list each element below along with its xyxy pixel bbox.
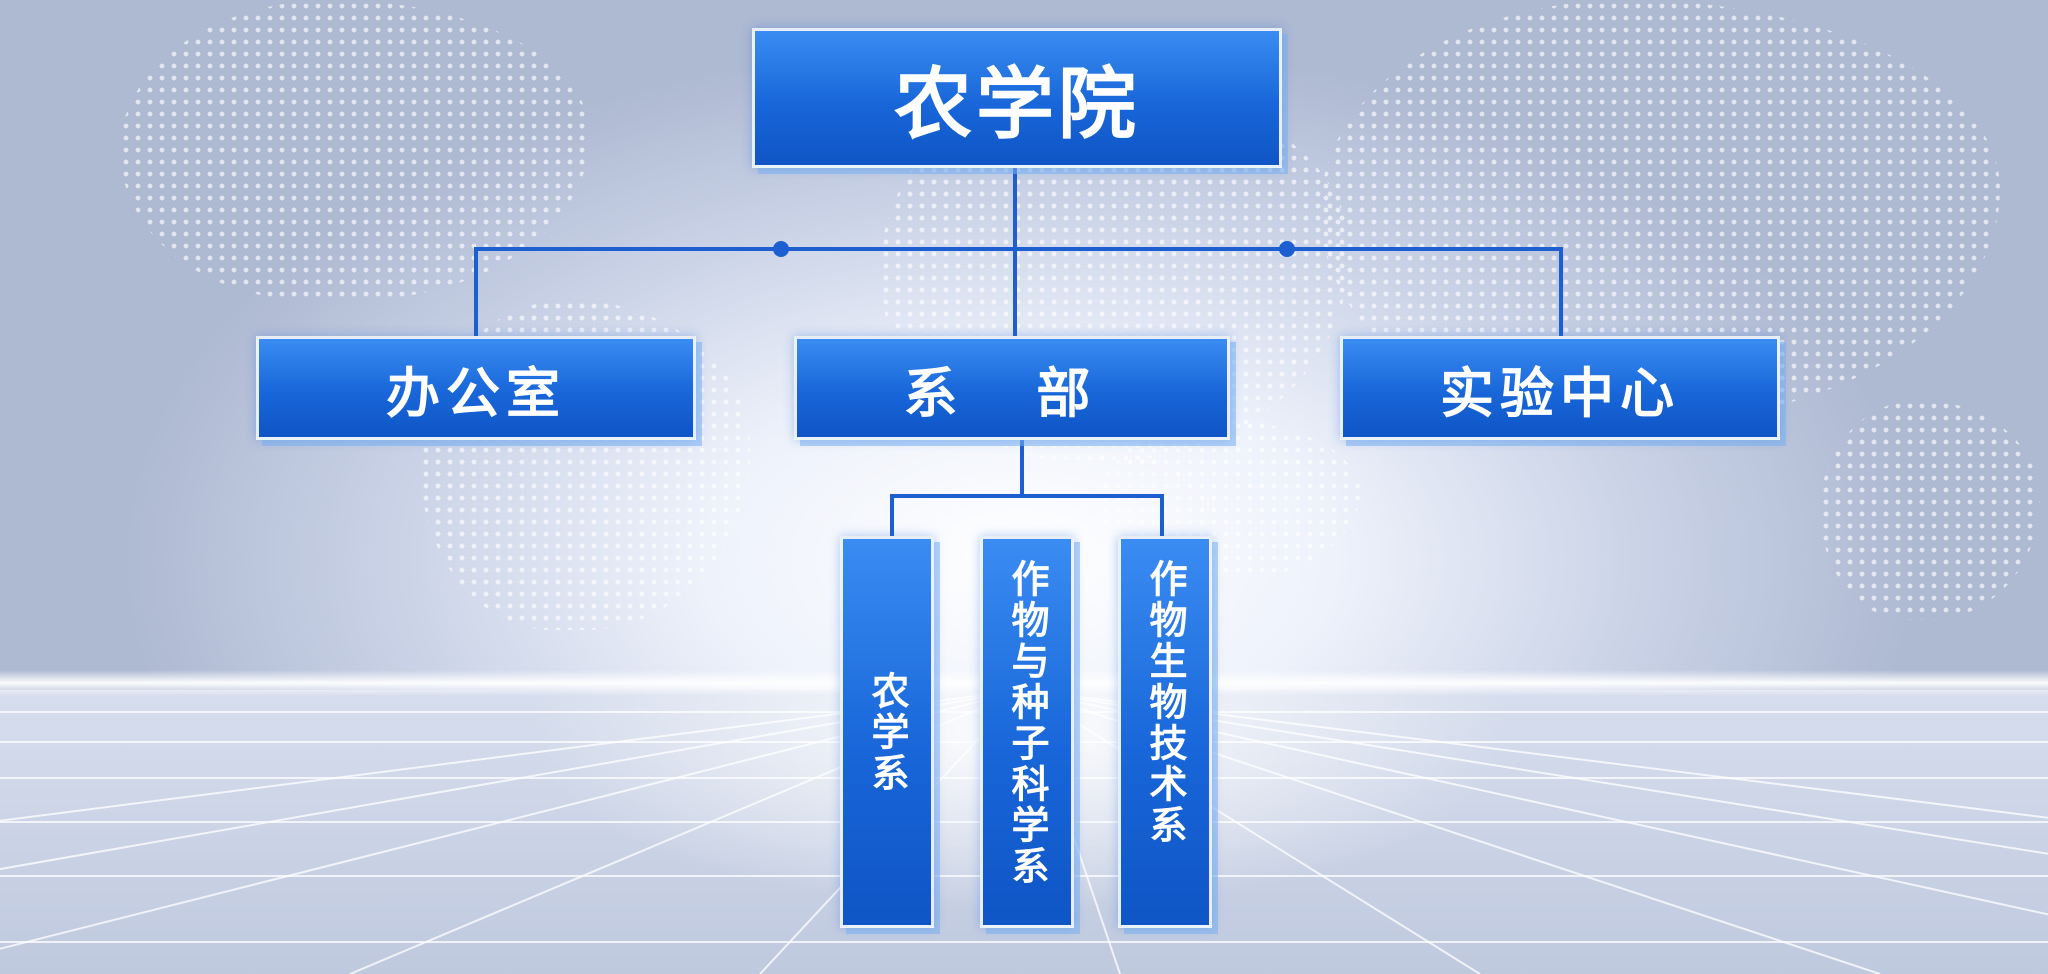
connector-sub1 [890,494,894,536]
node-departments-label: 系 部 [903,361,1121,425]
node-crop-seed-dept: 作物与种子科学系 [980,536,1074,928]
node-agronomy-dept: 农学系 [840,536,934,928]
node-office: 办公室 [256,336,696,440]
node-departments: 系 部 [794,336,1230,440]
node-lab-center-label: 实验中心 [1440,361,1680,425]
node-crop-biotech-dept-label: 作物生物技术系 [1143,559,1187,846]
node-root: 农学院 [752,28,1282,168]
connector-lab [1559,247,1563,336]
world-map-north-america [120,0,590,300]
node-lab-center: 实验中心 [1340,336,1780,440]
connector-dept-horizontal [890,494,1164,498]
connector-node-right [1279,241,1295,257]
connector-sub3 [1160,494,1164,536]
node-office-label: 办公室 [386,361,566,425]
connector-office [474,247,478,336]
node-crop-biotech-dept: 作物生物技术系 [1118,536,1212,928]
world-map-oceania [1820,400,2040,620]
connector-horizontal [474,247,1563,251]
node-crop-seed-dept-label: 作物与种子科学系 [1005,559,1049,887]
node-agronomy-dept-label: 农学系 [865,670,909,794]
connector-root-down [1013,168,1017,336]
node-root-label: 农学院 [893,60,1140,150]
connector-node-left [773,241,789,257]
connector-dept-down [1020,440,1024,496]
